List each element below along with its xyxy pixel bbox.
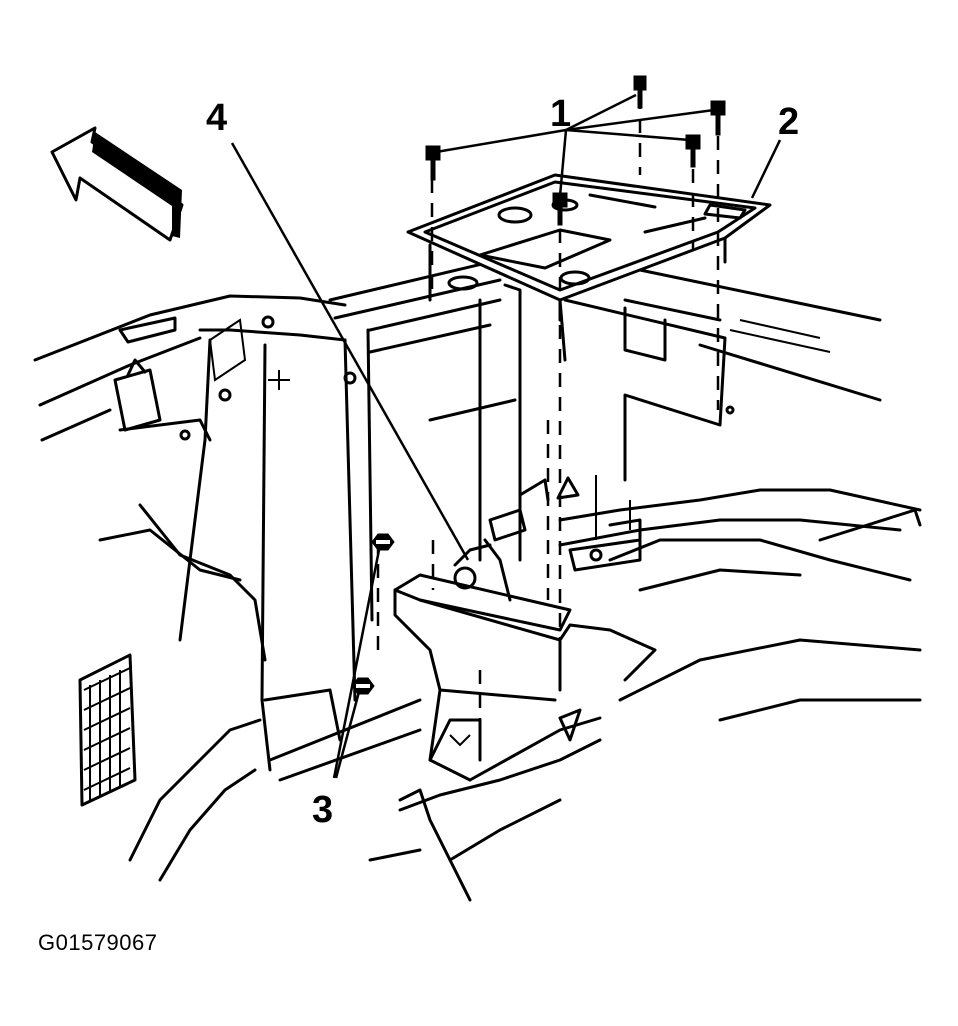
callout-leaders <box>230 93 782 779</box>
bolt-icon <box>710 100 726 136</box>
right-wheelhouse <box>368 638 922 902</box>
bolt-icon <box>552 192 568 226</box>
figure-id: G01579067 <box>38 930 158 955</box>
bolt-icon <box>425 145 441 181</box>
installation-lines <box>376 95 720 760</box>
left-wheelhouse <box>78 315 422 882</box>
front-direction-arrow-icon <box>50 126 184 242</box>
center-support <box>343 283 567 702</box>
vehicle-body-outline <box>33 253 882 442</box>
callout-4: 4 <box>206 97 227 139</box>
bolt-icon <box>685 134 701 168</box>
callout-3: 3 <box>312 789 333 831</box>
right-bracket <box>556 298 922 592</box>
battery-tray <box>406 173 772 322</box>
callout-1: 1 <box>550 93 571 135</box>
nut-icon <box>371 533 395 551</box>
callout-2: 2 <box>778 101 799 143</box>
bolt-icon <box>633 75 647 109</box>
lower-crossmember <box>393 478 657 782</box>
